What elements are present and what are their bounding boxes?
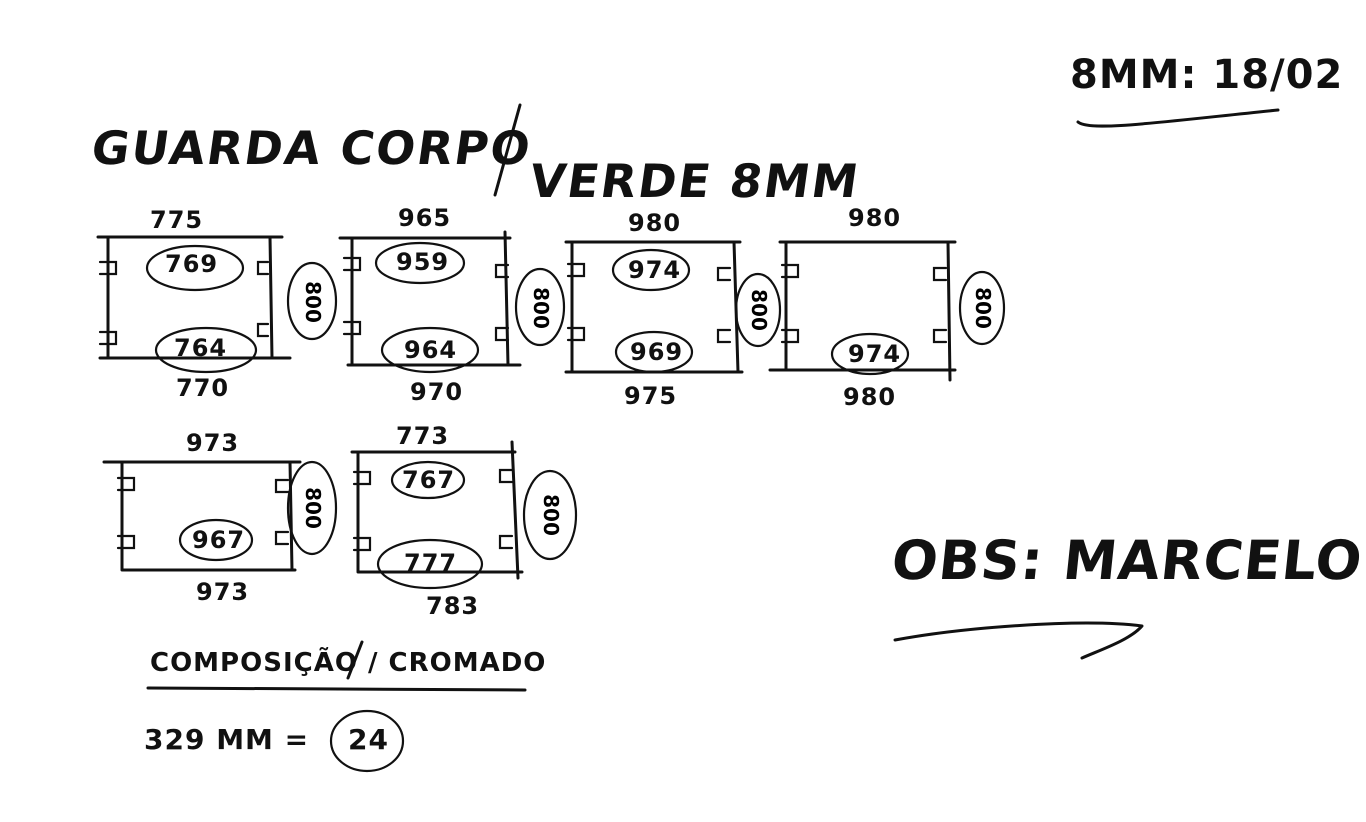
panel-5-side: 800 — [300, 487, 325, 529]
panel-1 — [96, 235, 338, 374]
composition-underline — [146, 686, 527, 692]
panel-6-circle-bottom: 777 — [404, 549, 458, 577]
panel-1-circle-bottom: 764 — [174, 334, 228, 362]
panel-6-top: 773 — [396, 422, 450, 450]
panel-3-top: 980 — [628, 209, 682, 237]
panel-5-circle-bottom: 967 — [192, 526, 246, 554]
panel-5-bottom: 973 — [196, 578, 250, 606]
panel-6 — [350, 440, 578, 590]
panel-2-top: 965 — [398, 204, 452, 232]
panel-5 — [102, 460, 338, 572]
panel-2-side: 800 — [528, 287, 553, 329]
panel-2 — [338, 230, 566, 374]
panel-4-circle-bottom: 974 — [848, 340, 902, 368]
composition-slash — [346, 640, 364, 680]
composition-result: 24 — [348, 723, 389, 756]
panel-3-bottom: 975 — [624, 382, 678, 410]
panel-4-top: 980 — [848, 204, 902, 232]
signature-text: OBS: MARCELO — [888, 529, 1366, 592]
panel-1-side: 800 — [300, 281, 325, 323]
title-slash — [493, 103, 522, 197]
sketch-drawing — [96, 103, 1280, 773]
panel-4-side: 800 — [970, 287, 995, 329]
panel-3-circle-top: 974 — [628, 256, 682, 284]
panel-6-side: 800 — [538, 494, 563, 536]
panel-6-bottom: 783 — [426, 592, 480, 620]
date-label: 8MM: 18/02 — [1070, 52, 1344, 98]
panel-3 — [564, 240, 782, 374]
sketch-sheet: GUARDA CORPO VERDE 8MM 8MM: 18/02 — [88, 55, 1366, 773]
panel-1-bottom: 770 — [176, 374, 230, 402]
panel-2-circle-top: 959 — [396, 248, 450, 276]
date-underline — [1076, 108, 1280, 128]
panel-4 — [768, 240, 1006, 382]
panel-3-circle-bottom: 969 — [630, 338, 684, 366]
composition-formula: 329 MM = — [144, 723, 310, 756]
panel-4-bottom: 980 — [843, 383, 897, 411]
panel-6-circle-top: 767 — [402, 466, 456, 494]
composition-label: COMPOSIÇÃO / CROMADO — [150, 648, 547, 678]
panel-3-side: 800 — [746, 289, 771, 331]
panel-1-top: 775 — [150, 206, 204, 234]
panel-2-bottom: 970 — [410, 378, 464, 406]
panel-2-circle-bottom: 964 — [404, 336, 458, 364]
panel-1-circle-top: 769 — [165, 250, 219, 278]
result-circle — [329, 709, 405, 773]
panel-5-top: 973 — [186, 429, 240, 457]
signature-underline — [893, 621, 1144, 660]
